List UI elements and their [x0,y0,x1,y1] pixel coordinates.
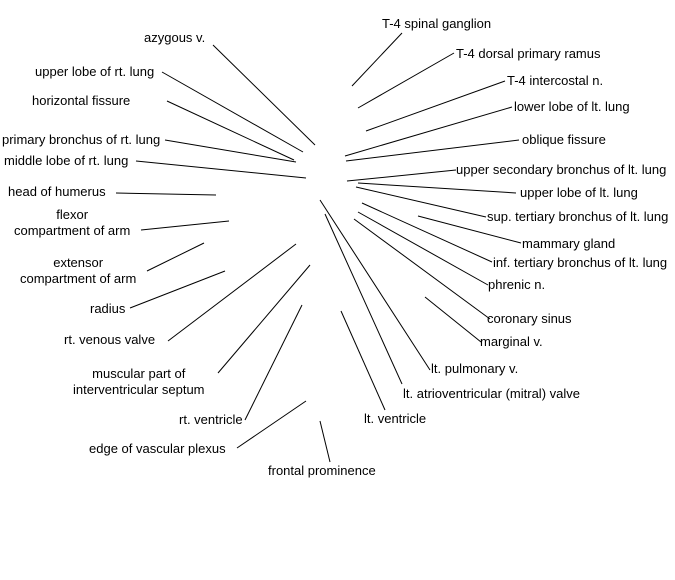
leader-line-upper-lobe-lt [357,182,517,194]
leader-line-radius [129,270,226,309]
label-vascular-plexus: edge of vascular plexus [89,441,226,456]
label-radius: radius [90,301,126,316]
leader-line-extensor [146,242,205,272]
label-t4-ganglion: T-4 spinal ganglion [382,16,492,31]
label-mitral-valve: lt. atrioventricular (mitral) valve [403,386,580,401]
leader-line-lower-lobe-lt [344,106,513,157]
label-lower-lobe-lt: lower lobe of lt. lung [514,99,630,114]
leader-line-marginal [424,296,482,343]
leader-line-t4-ganglion [351,32,403,87]
leader-line-oblique-fissure [345,139,520,162]
leader-line-upper-lobe-rt [161,71,304,153]
label-upper-lobe-lt: upper lobe of lt. lung [520,185,638,200]
label-flexor-line: flexor [56,207,89,222]
label-lt-ventricle: lt. ventricle [364,411,427,426]
label-marginal: marginal v. [480,334,543,349]
label-rt-ventricle: rt. ventricle [179,412,243,427]
leader-line-rt-ventricle [244,304,303,421]
label-sup-tertiary: sup. tertiary bronchus of lt. lung [487,209,669,224]
label-upper-secondary: upper secondary bronchus of lt. lung [456,162,667,177]
label-mammary: mammary gland [522,236,616,251]
leader-line-t4-dorsal [357,52,455,109]
label-oblique-fissure: oblique fissure [522,132,606,147]
label-head-humerus: head of humerus [8,184,106,199]
label-upper-lobe-rt: upper lobe of rt. lung [35,64,155,79]
leader-line-flexor [140,220,230,231]
label-primary-bronchus-rt: primary bronchus of rt. lung [2,132,161,147]
leader-line-middle-lobe-rt [135,160,307,179]
leader-line-horizontal-fissure [166,100,295,161]
label-frontal-prominence: frontal prominence [268,463,376,478]
leader-line-frontal-prominence [319,420,331,463]
label-phrenic: phrenic n. [488,277,546,292]
leader-line-upper-secondary [346,169,457,182]
label-flexor-line: compartment of arm [14,223,131,238]
label-t4-intercostal: T-4 intercostal n. [507,73,604,88]
label-azygous: azygous v. [144,30,206,45]
leader-line-coronary-sinus [353,218,491,320]
label-muscular-septum-line: interventricular septum [73,382,205,397]
leader-line-primary-bronchus-rt [164,139,297,163]
label-extensor-line: extensor [53,255,104,270]
label-muscular-septum-line: muscular part of [92,366,186,381]
leader-line-lt-pulmonary [319,199,431,371]
leader-line-phrenic [357,211,489,286]
label-extensor-line: compartment of arm [20,271,137,286]
leader-line-mammary [417,215,522,244]
leader-line-rt-venous-valve [167,243,297,342]
leader-line-sup-tertiary [355,186,487,218]
label-coronary-sinus: coronary sinus [487,311,572,326]
leader-line-inf-tertiary [361,202,493,263]
leader-line-mitral-valve [324,213,403,385]
leader-line-lt-ventricle [340,310,386,411]
label-t4-dorsal: T-4 dorsal primary ramus [456,46,601,61]
leader-line-t4-intercostal [365,80,506,132]
label-rt-venous-valve: rt. venous valve [64,332,156,347]
label-inf-tertiary: inf. tertiary bronchus of lt. lung [493,255,668,270]
label-lt-pulmonary: lt. pulmonary v. [431,361,519,376]
label-horizontal-fissure: horizontal fissure [32,93,131,108]
leader-line-azygous [212,44,316,146]
leader-line-muscular-septum [217,264,311,374]
leader-line-vascular-plexus [236,400,307,449]
leader-line-head-humerus [115,192,217,196]
label-middle-lobe-rt: middle lobe of rt. lung [4,153,129,168]
